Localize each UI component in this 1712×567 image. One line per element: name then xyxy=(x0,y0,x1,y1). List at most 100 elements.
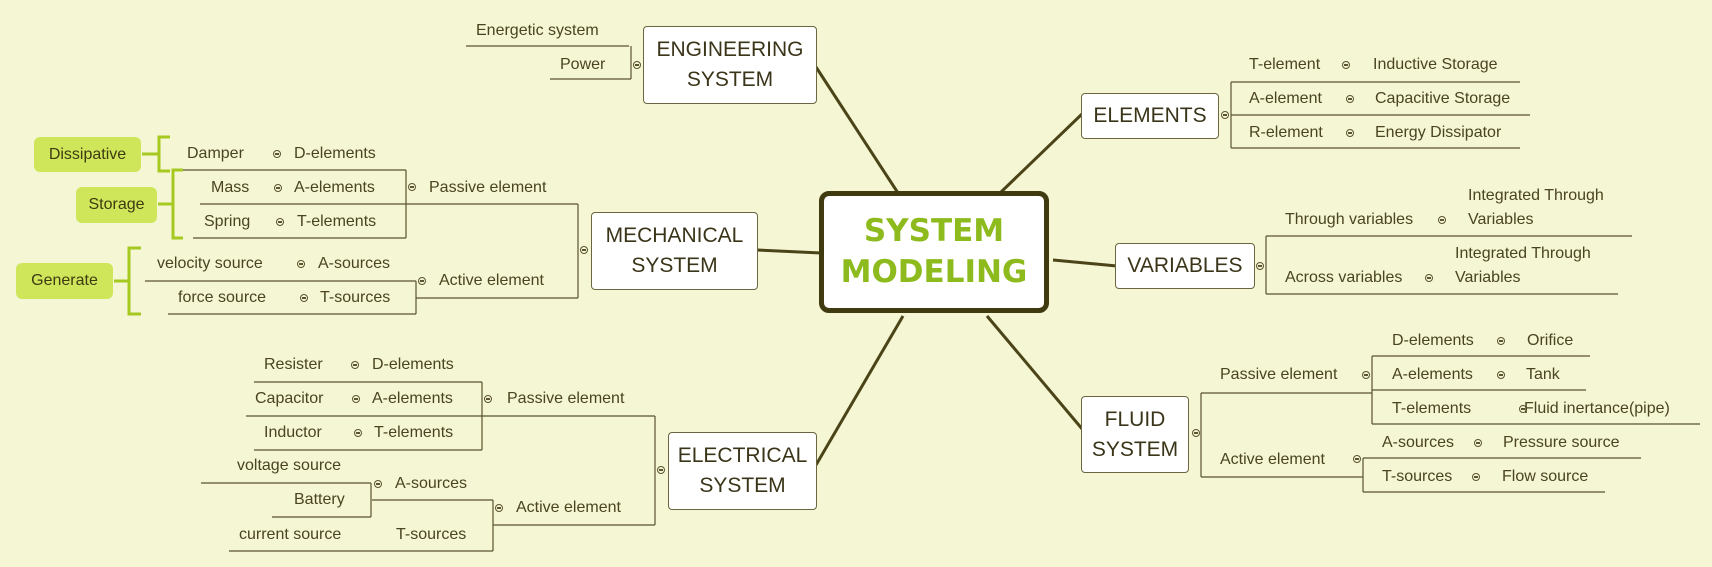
element-class-label: A-elements xyxy=(1392,366,1473,383)
element-role-label: Inductive Storage xyxy=(1373,56,1498,73)
node-title-line1: ENGINEERING xyxy=(656,38,804,61)
variables-node[interactable]: VARIABLES xyxy=(1115,243,1255,289)
component-label: Fluid inertance(pipe) xyxy=(1524,400,1670,417)
connector-knob xyxy=(1438,216,1446,224)
connector-knob xyxy=(1346,129,1354,137)
variable-desc-line1: Integrated Through xyxy=(1468,187,1604,204)
passive-element-label: Passive element xyxy=(429,179,547,196)
node-title-line1: FLUID xyxy=(1104,407,1166,431)
connector-knob xyxy=(297,260,305,268)
connector-knob xyxy=(1346,95,1354,103)
mechanical-system-node[interactable]: MECHANICAL SYSTEM xyxy=(591,212,758,290)
element-class-label: T-sources xyxy=(320,289,391,306)
element-type-label: R-element xyxy=(1249,124,1323,141)
active-element-label: Active element xyxy=(439,272,544,289)
component-label: Spring xyxy=(204,213,251,230)
active-element-label: Active element xyxy=(1220,451,1325,468)
element-class-label: D-elements xyxy=(294,145,376,162)
connector-knob xyxy=(1474,439,1482,447)
component-label: force source xyxy=(178,289,267,306)
element-class-label: T-elements xyxy=(297,213,377,230)
node-title-line1: MECHANICAL xyxy=(605,224,744,247)
current-source-label: current source xyxy=(239,526,342,543)
central-topic-line2: MODELING xyxy=(840,254,1028,290)
connector-knob xyxy=(1425,274,1433,282)
component-label: Flow source xyxy=(1502,468,1589,485)
component-label: Orifice xyxy=(1527,332,1574,349)
variable-desc-line1: Integrated Through xyxy=(1455,245,1591,262)
engineering-system-node[interactable]: ENGINEERING SYSTEM xyxy=(643,26,817,104)
connector-knob xyxy=(1362,371,1370,379)
central-topic[interactable]: SYSTEM MODELING xyxy=(819,191,1049,313)
connector-knob xyxy=(273,150,281,158)
element-type-label: A-element xyxy=(1249,90,1322,107)
component-label: Capacitor xyxy=(255,390,324,407)
component-label: Tank xyxy=(1526,366,1560,383)
dissipative-tag[interactable]: Dissipative xyxy=(34,137,141,172)
elements-node[interactable]: ELEMENTS xyxy=(1081,93,1219,139)
connector-knob xyxy=(1472,473,1480,481)
element-class-label: T-sources xyxy=(1382,468,1453,485)
component-label: Damper xyxy=(187,145,244,162)
connector-knob xyxy=(1497,337,1505,345)
voltage-source-label: voltage source xyxy=(237,457,342,474)
central-topic-line1: SYSTEM xyxy=(863,213,1005,249)
connector-knob xyxy=(374,480,382,488)
element-class-label: T-elements xyxy=(374,424,454,441)
component-label: Resister xyxy=(264,356,323,373)
connector-knob xyxy=(274,184,282,192)
element-class-label: A-elements xyxy=(372,390,453,407)
element-type-label: T-element xyxy=(1249,56,1321,73)
element-class-label: D-elements xyxy=(1392,332,1474,349)
component-label: Mass xyxy=(211,179,250,196)
connector-knob xyxy=(1519,405,1527,413)
connector-knob xyxy=(354,429,362,437)
element-class-label: A-elements xyxy=(294,179,375,196)
generate-tag[interactable]: Generate xyxy=(16,263,113,299)
node-title-line2: SYSTEM xyxy=(699,474,786,497)
component-label: Inductor xyxy=(264,424,322,441)
connector-knob xyxy=(1353,455,1361,463)
element-class-label: A-sources xyxy=(1382,434,1455,451)
connector-knob xyxy=(1256,262,1264,270)
element-class-label: A-sources xyxy=(318,255,391,272)
node-title-line1: ELECTRICAL xyxy=(677,444,808,467)
node-title-line2: SYSTEM xyxy=(631,254,718,277)
connector-knob xyxy=(276,218,284,226)
energetic-system-label: Energetic system xyxy=(476,22,599,39)
connector-knob xyxy=(1497,371,1505,379)
node-title-line2: SYSTEM xyxy=(1091,437,1179,461)
fluid-system-node[interactable]: FLUID SYSTEM xyxy=(1081,396,1189,473)
connector-knob xyxy=(657,466,665,474)
connector-knob xyxy=(418,277,426,285)
connector-knob xyxy=(633,61,641,69)
connector-knob xyxy=(484,395,492,403)
component-label: velocity source xyxy=(157,255,263,272)
connector-knob xyxy=(1221,111,1229,119)
variable-desc-line2: Variables xyxy=(1468,211,1534,228)
connector-knob xyxy=(300,294,308,302)
connector-knob xyxy=(1342,61,1350,69)
electrical-system-node[interactable]: ELECTRICAL SYSTEM xyxy=(668,432,817,510)
node-title-line2: SYSTEM xyxy=(686,68,774,91)
a-sources-label: A-sources xyxy=(395,475,468,492)
variable-desc-line2: Variables xyxy=(1455,269,1521,286)
active-element-label: Active element xyxy=(516,499,621,516)
node-title: VARIABLES xyxy=(1127,254,1243,277)
t-sources-label: T-sources xyxy=(396,526,467,543)
power-label: Power xyxy=(560,56,606,73)
element-class-label: D-elements xyxy=(372,356,454,373)
variable-name-label: Through variables xyxy=(1285,211,1414,228)
variable-name-label: Across variables xyxy=(1285,269,1403,286)
passive-element-label: Passive element xyxy=(1220,366,1338,383)
element-role-label: Energy Dissipator xyxy=(1375,124,1502,141)
connector-knob xyxy=(1192,429,1200,437)
component-label: Pressure source xyxy=(1503,434,1620,451)
passive-element-label: Passive element xyxy=(507,390,625,407)
storage-tag[interactable]: Storage xyxy=(76,187,157,223)
element-class-label: T-elements xyxy=(1392,400,1472,417)
connector-knob xyxy=(352,395,360,403)
connector-knob xyxy=(408,183,416,191)
battery-label: Battery xyxy=(294,491,345,508)
node-title: ELEMENTS xyxy=(1093,104,1207,127)
